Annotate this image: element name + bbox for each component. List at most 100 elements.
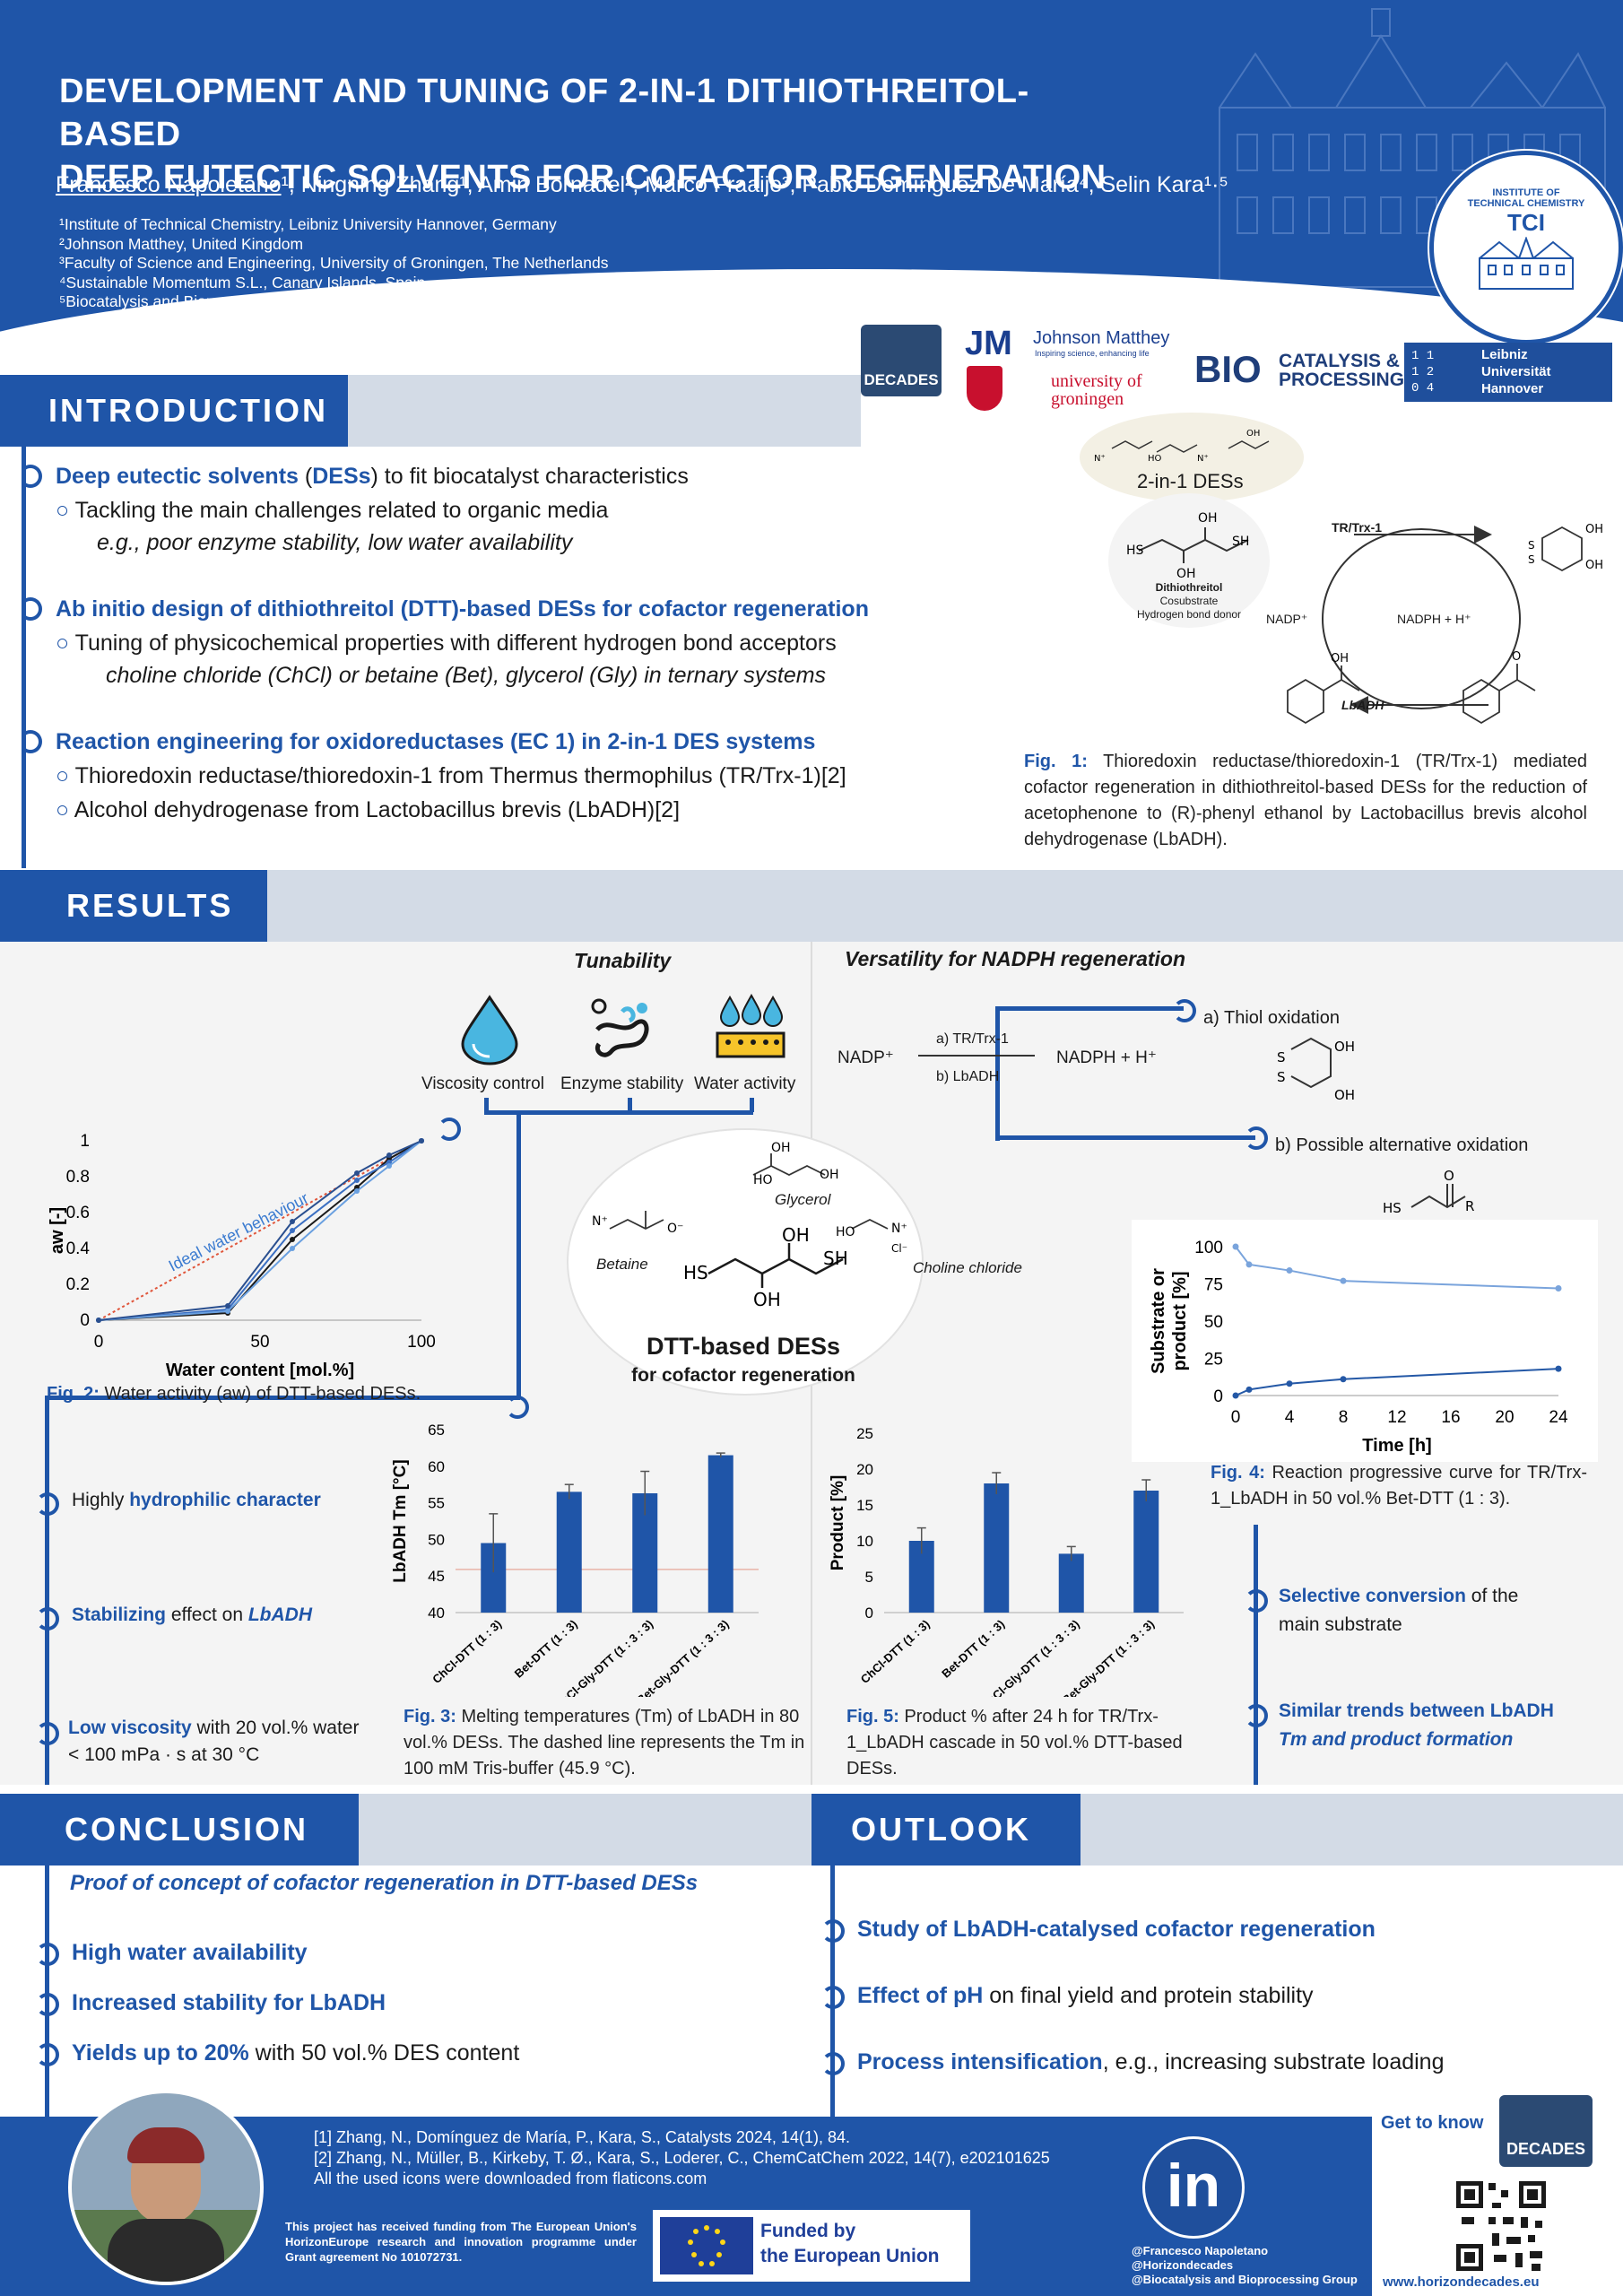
result-bullet-viscosity: Low viscosity with 20 vol.% water< 100 m… xyxy=(68,1718,360,1765)
svg-text:HO: HO xyxy=(753,1173,773,1187)
y-axis-label: aw [-] xyxy=(48,1207,67,1254)
x-tick-label: 50 xyxy=(250,1333,269,1352)
data-point xyxy=(290,1237,295,1242)
y-tick-label: 100 xyxy=(1194,1239,1223,1257)
y-tick-label: 0 xyxy=(1213,1387,1223,1406)
svg-text:OH: OH xyxy=(753,1289,781,1310)
series-line xyxy=(1235,1246,1559,1290)
fig1-nadp: NADP⁺ xyxy=(1266,612,1308,626)
fig3-caption: Fig. 3: Melting temperatures (Tm) of LbA… xyxy=(404,1707,805,1779)
data-point xyxy=(290,1228,295,1233)
outlook-bullet-3: Process intensification, e.g., increasin… xyxy=(857,2049,1445,2074)
icons-connector xyxy=(628,1098,632,1112)
icons-connector xyxy=(484,1098,489,1112)
svg-text:OH: OH xyxy=(1585,523,1603,536)
x-axis-label: Time [h] xyxy=(1362,1436,1431,1456)
scheme-nadp: NADP⁺ xyxy=(838,1048,894,1067)
scheme-bracket xyxy=(995,1135,1255,1140)
fig4-chart-bg xyxy=(1132,1220,1598,1462)
svg-text:Cl⁻: Cl⁻ xyxy=(891,1242,907,1255)
bar xyxy=(1133,1491,1159,1613)
scheme-arrow xyxy=(918,1055,1035,1057)
svg-text:OH: OH xyxy=(771,1141,791,1155)
svg-text:N⁺: N⁺ xyxy=(891,1222,907,1236)
bullet-ring xyxy=(36,2043,59,2066)
svg-text:OH: OH xyxy=(1331,652,1349,665)
scheme-enzyme-a: a) TR/Trx-1 xyxy=(936,1031,1009,1047)
betaine-label: Betaine xyxy=(596,1256,648,1273)
svg-text:S: S xyxy=(1528,553,1535,566)
y-tick-label: 0 xyxy=(80,1311,90,1330)
scheme-nadph: NADPH + H⁺ xyxy=(1056,1048,1157,1067)
fig2-caption: Fig. 2: Water activity (aw) of DTT-based… xyxy=(47,1384,421,1404)
y-tick-label: 75 xyxy=(1204,1276,1223,1295)
conclusion-heading: CONCLUSION xyxy=(0,1794,359,1866)
intro-sub-2b: choline chloride (ChCl) or betaine (Bet)… xyxy=(106,663,827,688)
header-banner: DEVELOPMENT AND TUNING OF 2-IN-1 DITHIOT… xyxy=(0,0,1623,350)
enzyme-icon xyxy=(591,998,649,1057)
y-axis-label: Substrate or xyxy=(1149,1268,1168,1374)
data-point xyxy=(1555,1365,1562,1372)
bullet-ring xyxy=(36,1722,59,1745)
qr-code[interactable] xyxy=(1453,2178,1549,2274)
presenting-author[interactable]: Francesco Napoletano xyxy=(56,172,282,197)
y-tick-label: 50 xyxy=(1204,1313,1223,1332)
author-list: Francesco Napoletano¹, Ningning Zhang¹, … xyxy=(56,172,1228,197)
dtt-des-ellipse xyxy=(567,1128,924,1396)
icons-connector xyxy=(484,1110,753,1115)
data-point xyxy=(354,1178,360,1183)
series-line xyxy=(1235,1368,1559,1396)
svg-text:O: O xyxy=(1444,1168,1454,1184)
ideal-annotation: Ideal water behaviour xyxy=(166,1189,311,1275)
eu-stars-icon xyxy=(688,2225,725,2266)
scheme-bracket xyxy=(995,1006,1000,1141)
y-tick-label: 60 xyxy=(428,1458,445,1475)
bullet-ring xyxy=(36,1993,59,2016)
result-bullet-stabilizing: Stabilizing effect on LbADH xyxy=(72,1605,313,1625)
data-point xyxy=(290,1246,295,1251)
fig1-nadph: NADPH + H⁺ xyxy=(1397,612,1471,626)
y-tick-label: 1 xyxy=(80,1132,90,1151)
data-point xyxy=(1232,1243,1239,1250)
y-tick-label: 0.2 xyxy=(66,1275,90,1294)
svg-text:OH: OH xyxy=(1198,511,1218,526)
bullet-ring xyxy=(36,1943,59,1966)
connector-ring xyxy=(1245,1126,1268,1150)
outlook-heading: OUTLOOK xyxy=(812,1794,1081,1866)
svg-text:O⁻: O⁻ xyxy=(667,1222,683,1236)
category-label: Bet-DTT (1 : 3) xyxy=(512,1617,580,1681)
intro-timeline xyxy=(22,447,26,868)
series-line xyxy=(98,1140,422,1321)
bullet-ring xyxy=(821,2052,845,2075)
conclusion-bullet-3: Yields up to 20% with 50 vol.% DES conte… xyxy=(72,2040,520,2066)
water-drop-icon xyxy=(461,995,518,1065)
tci-logo: INSTITUTE OF TECHNICAL CHEMISTRY TCI xyxy=(1429,151,1623,344)
two-in-one-badge xyxy=(1080,413,1304,502)
svg-text:OH: OH xyxy=(1334,1039,1355,1055)
svg-text:HS: HS xyxy=(1126,544,1144,558)
connector-ring xyxy=(1173,999,1196,1022)
svg-text:S: S xyxy=(1277,1069,1286,1085)
data-point xyxy=(354,1188,360,1194)
bar xyxy=(1058,1553,1084,1613)
svg-text:R: R xyxy=(1465,1198,1474,1214)
water-activity-label: Water activity xyxy=(694,1074,796,1093)
svg-text:SH: SH xyxy=(1232,535,1249,549)
affiliations: ¹Institute of Technical Chemistry, Leibn… xyxy=(59,215,900,310)
website-link[interactable]: www.horizondecades.eu xyxy=(1383,2274,1540,2290)
introduction-heading: INTRODUCTION xyxy=(0,375,348,447)
linkedin-icon[interactable]: in xyxy=(1142,2136,1245,2239)
y-tick-label: 5 xyxy=(865,1569,873,1586)
svg-text:OH: OH xyxy=(1176,567,1196,579)
funding-statement: This project has received funding from T… xyxy=(285,2220,637,2264)
data-point xyxy=(290,1219,295,1224)
y-tick-label: 25 xyxy=(1204,1351,1223,1370)
svg-text:O: O xyxy=(1512,650,1521,664)
x-tick-label: 12 xyxy=(1387,1408,1406,1427)
intro-sub-2: ○ Tuning of physicochemical properties w… xyxy=(56,631,837,656)
category-label: Bet-DTT (1 : 3) xyxy=(939,1617,1007,1681)
bar xyxy=(984,1483,1010,1613)
